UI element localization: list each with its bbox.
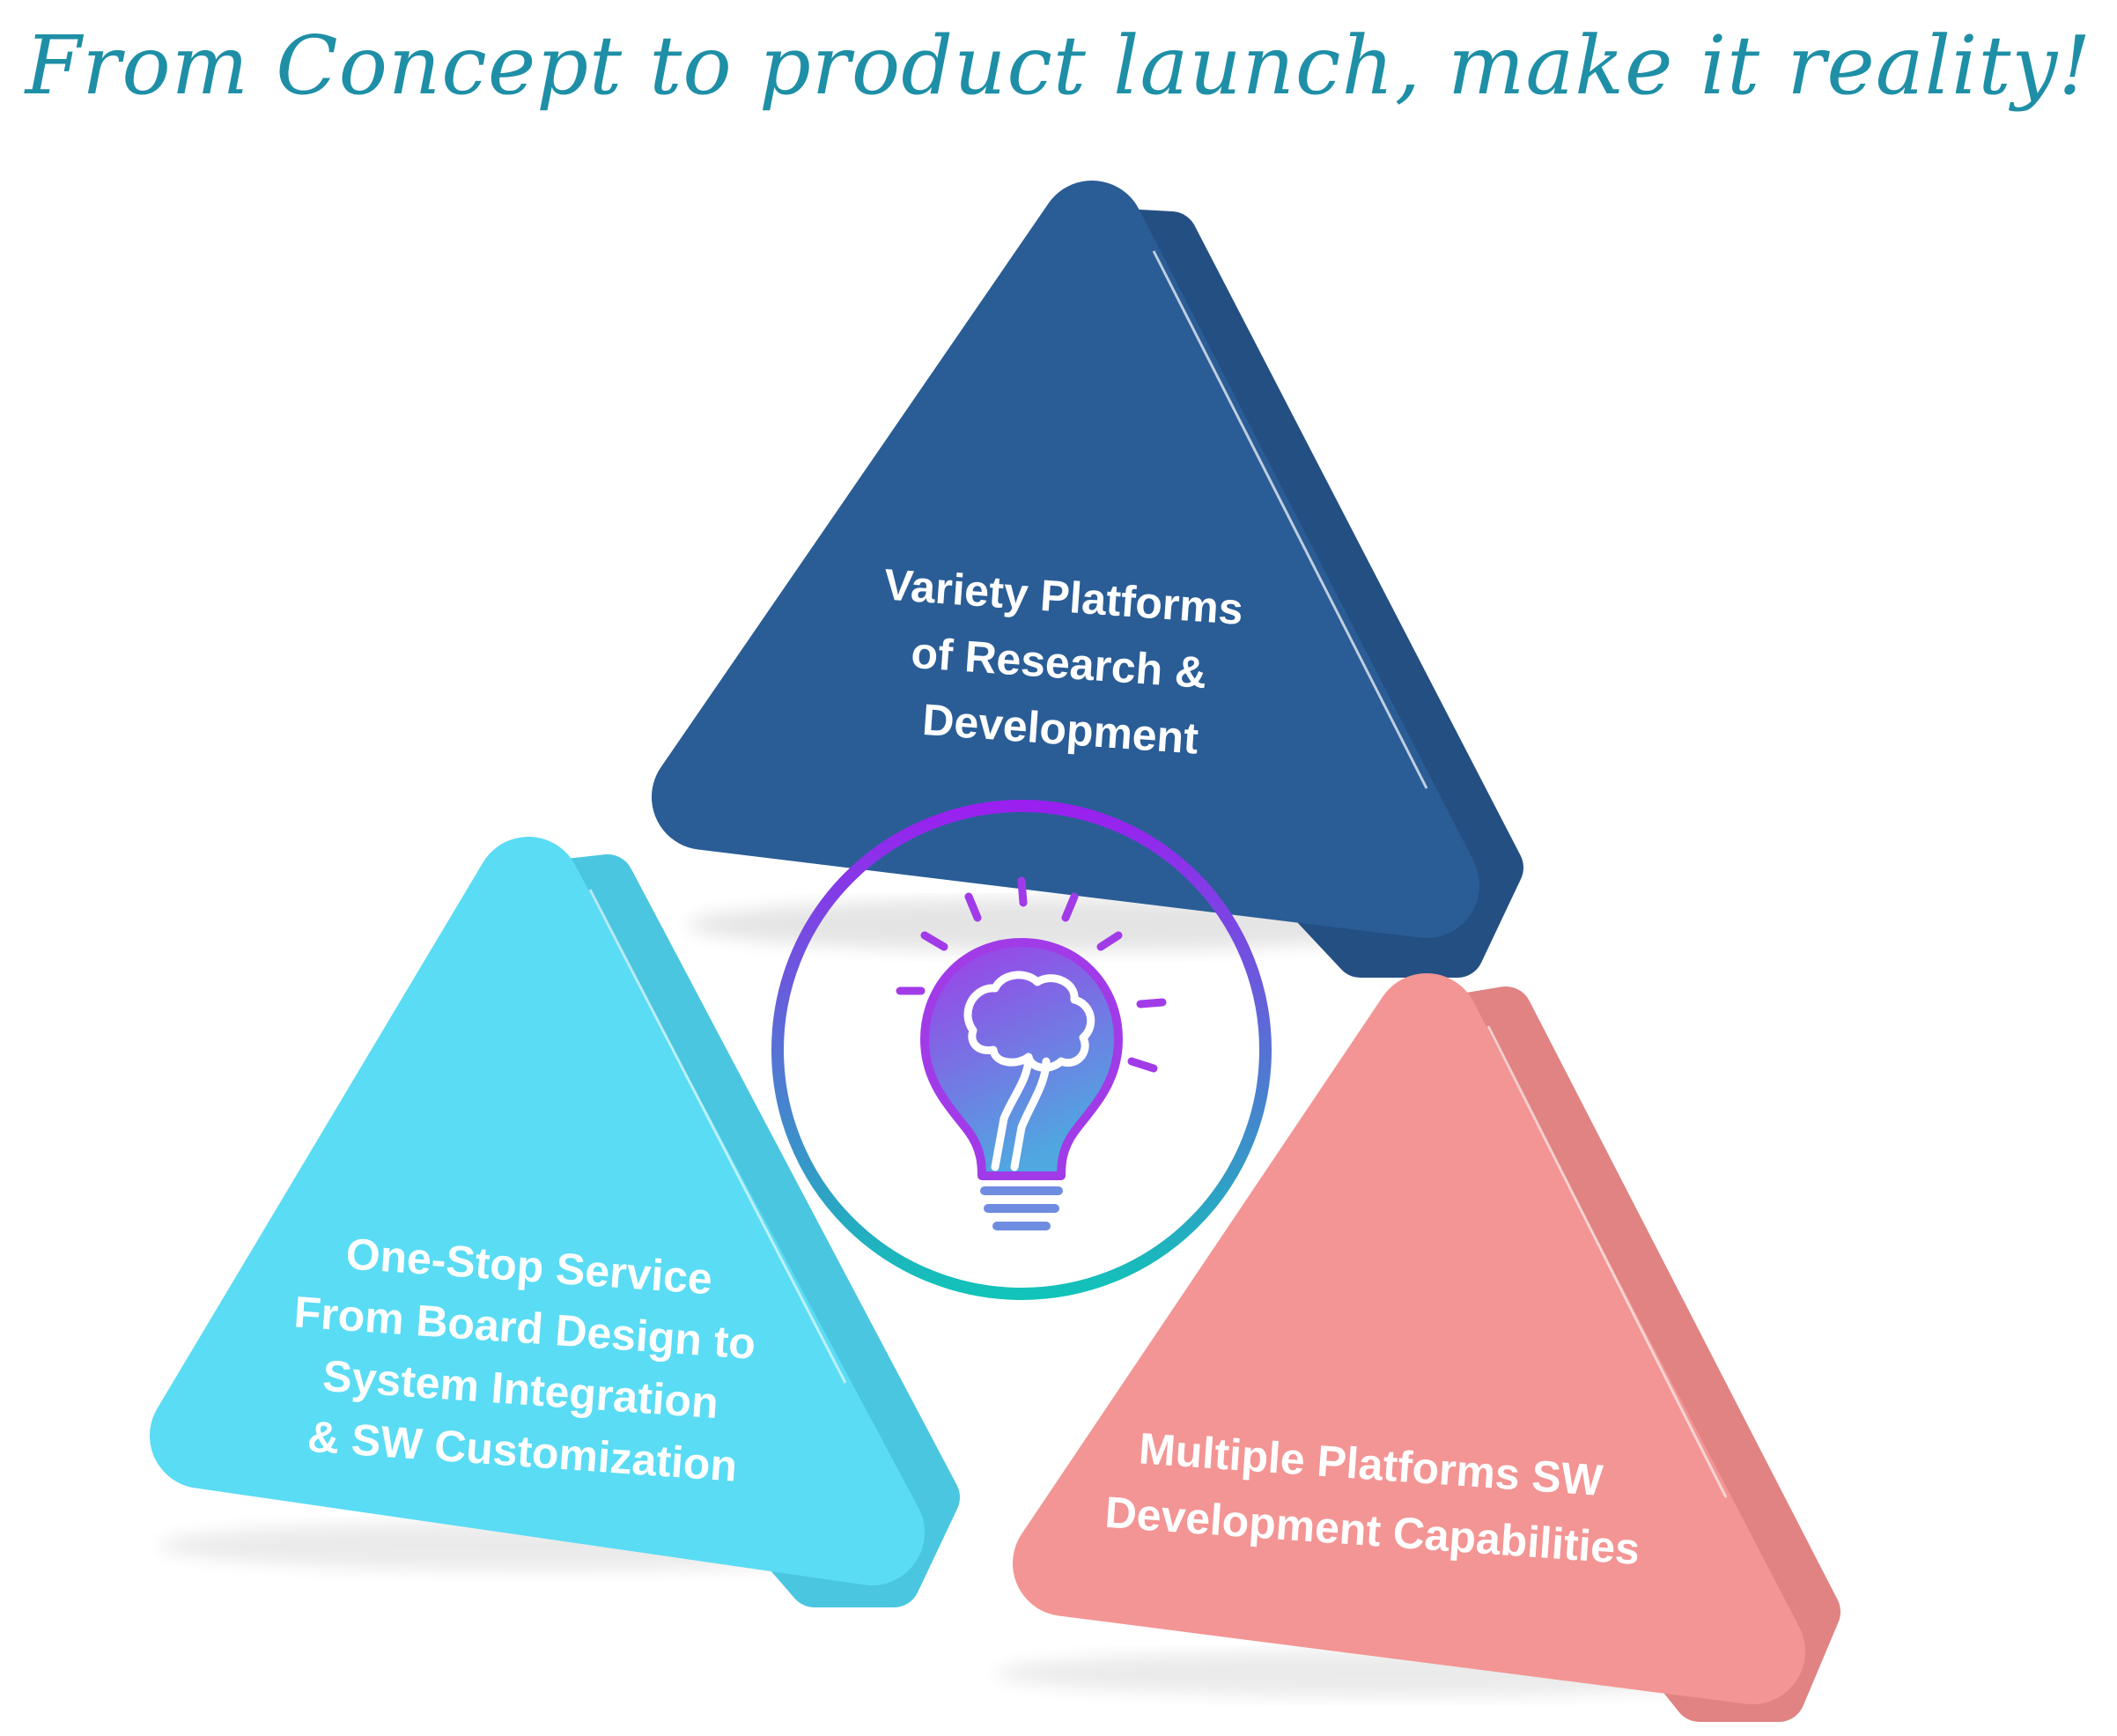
center-badge [771,800,1272,1300]
triangle-top-front [652,181,1479,938]
center-ring [771,800,1272,1300]
triangle-left-one-stop: One-Stop Service From Board Design to Sy… [150,837,960,1607]
triangle-right-front [1013,973,1805,1704]
page-title: From Concept to product launch, make it … [25,18,2092,113]
triangle-top-research: Variety Platforms of Research & Developm… [652,181,1523,978]
triangle-right-multiple-platforms: Multiple Platforms SW Development Capabi… [995,973,1840,1722]
lightbulb-brain-icon [896,876,1167,1230]
triangle-left-front [150,837,925,1585]
